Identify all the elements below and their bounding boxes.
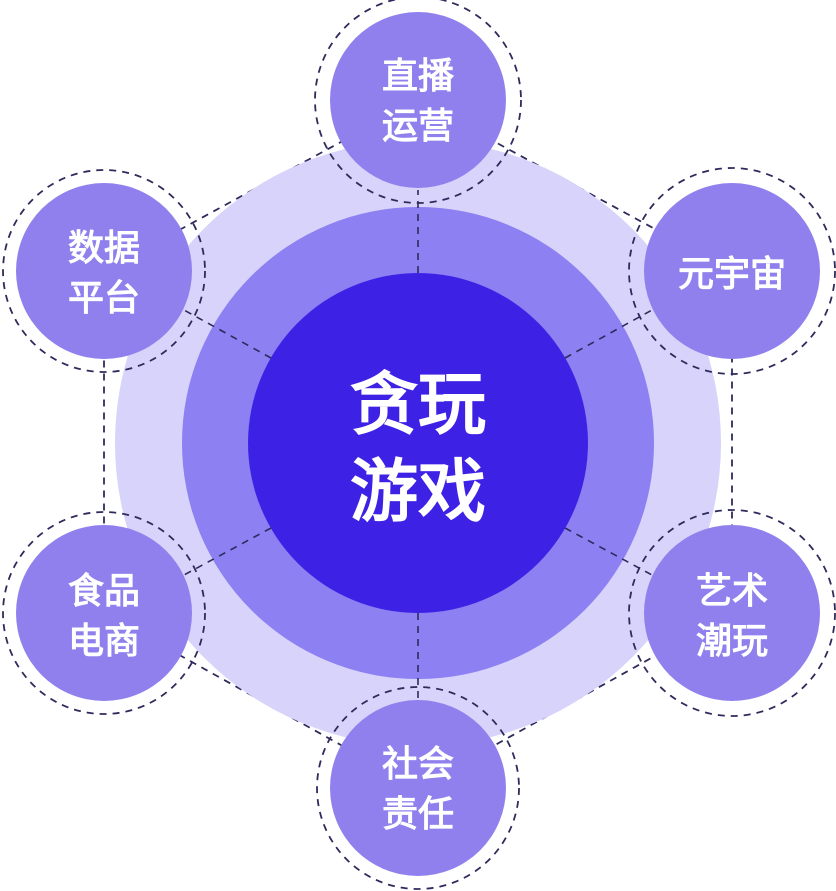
node-art-circle xyxy=(644,525,820,701)
node-data: 数据 平台 xyxy=(2,169,206,373)
node-metaverse: 元宇宙 xyxy=(628,167,836,375)
node-live-circle xyxy=(330,12,506,188)
spoke-food xyxy=(183,527,272,576)
node-live-label-line1: 直播 xyxy=(382,56,455,97)
node-food-label-line2: 电商 xyxy=(68,621,140,662)
node-data-dashed-ring xyxy=(2,169,206,373)
core-circle xyxy=(248,273,588,613)
node-metaverse-circle xyxy=(644,183,820,359)
center-label-line2: 游戏 xyxy=(350,453,486,532)
node-food-dashed-ring xyxy=(2,511,206,715)
node-social: 社会 责任 xyxy=(316,686,520,890)
node-data-label-line1: 数据 xyxy=(68,228,140,269)
node-art-dashed-ring xyxy=(628,509,836,717)
spoke-art xyxy=(564,527,653,576)
node-food-circle xyxy=(16,525,192,701)
node-live: 直播 运营 xyxy=(314,0,522,204)
node-data-circle xyxy=(16,183,192,359)
node-art-label-line2: 潮玩 xyxy=(696,621,768,662)
node-live-label-line2: 运营 xyxy=(382,106,454,147)
spoke-data xyxy=(183,309,272,359)
node-social-label-line2: 责任 xyxy=(382,794,454,835)
node-live-dashed-ring xyxy=(314,0,522,204)
node-art-label-line1: 艺术 xyxy=(696,571,768,612)
node-food: 食品 电商 xyxy=(2,511,206,715)
node-food-label-line1: 食品 xyxy=(68,571,140,612)
center-label-line1: 贪玩 xyxy=(350,366,486,445)
node-social-circle xyxy=(330,700,506,876)
node-metaverse-dashed-ring xyxy=(628,167,836,375)
node-social-label-line1: 社会 xyxy=(382,744,454,785)
node-art: 艺术 潮玩 xyxy=(628,509,836,717)
node-social-dashed-ring xyxy=(316,686,520,890)
spokes xyxy=(183,190,653,700)
spoke-metaverse xyxy=(564,309,653,359)
node-metaverse-label: 元宇宙 xyxy=(678,254,786,295)
node-data-label-line2: 平台 xyxy=(68,278,140,319)
